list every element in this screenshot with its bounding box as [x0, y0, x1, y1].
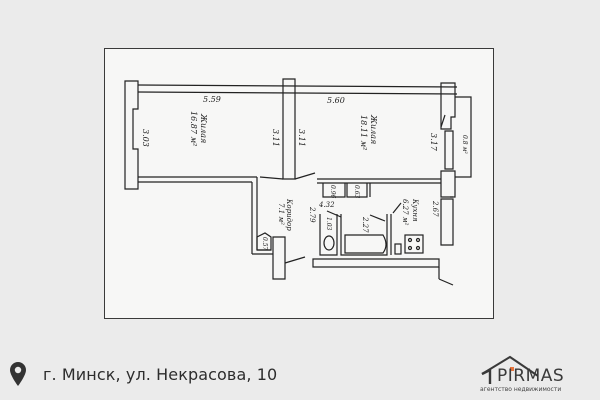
floor-plan-image: 5.59 5.60 3.03 Жилая 16.87 м² 3.11 3.11 … — [104, 48, 494, 319]
agency-logo: PIRMAS агентство недвижимости — [470, 354, 590, 400]
map-pin-icon — [10, 362, 26, 386]
listing-footer: г. Минск, ул. Некрасова, 10 PIRMAS агент… — [0, 350, 600, 400]
property-address: г. Минск, ул. Некрасова, 10 — [43, 365, 278, 384]
floor-plan-drawing — [124, 78, 472, 286]
house-roof-icon — [481, 355, 539, 384]
logo-brand-text: PIRMAS — [497, 366, 565, 386]
logo-window-accent — [510, 367, 514, 371]
logo-tagline: агентство недвижимости — [480, 386, 562, 393]
